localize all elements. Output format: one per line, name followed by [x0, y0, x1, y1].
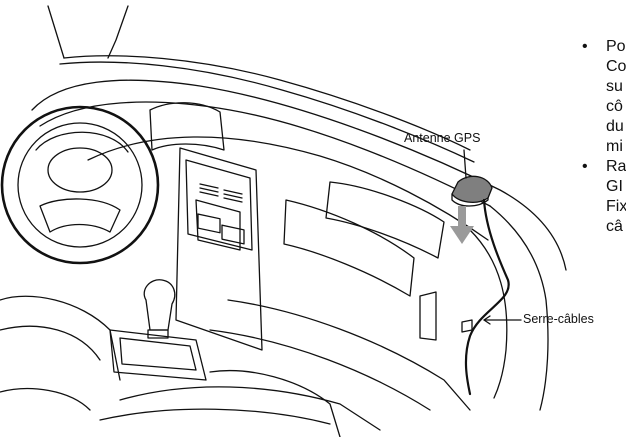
center-console: [109, 147, 263, 381]
instruction-line: Fix: [606, 198, 626, 215]
instruction-line: du: [606, 118, 624, 135]
instruction-item: • Ra GI Fix câ: [582, 157, 626, 237]
antenna-assembly: [451, 175, 510, 396]
steering-wheel: [0, 105, 160, 265]
instruction-line: Co: [606, 58, 626, 75]
instruction-line: su: [606, 78, 623, 95]
instruction-line: cô: [606, 98, 623, 115]
callout-leaders: [463, 149, 522, 325]
instruction-line: GI: [606, 178, 623, 195]
bullet-glyph: •: [582, 158, 588, 175]
instruction-line: Ra: [606, 158, 626, 175]
instruction-line: câ: [606, 218, 623, 235]
instruction-line: mi: [606, 138, 623, 155]
windshield-frame: [47, 5, 475, 163]
instruction-line: Po: [606, 38, 626, 55]
instruction-item: • Po Co su cô du mi: [582, 37, 626, 157]
cable-ties-label: Serre-câbles: [523, 312, 594, 326]
instruction-list: • Po Co su cô du mi • Ra GI Fix câ: [582, 37, 626, 237]
gps-antenna-label: Antenne GPS: [404, 131, 481, 145]
bullet-glyph: •: [582, 38, 588, 55]
seats: [0, 295, 341, 437]
install-arrow: [450, 206, 474, 244]
